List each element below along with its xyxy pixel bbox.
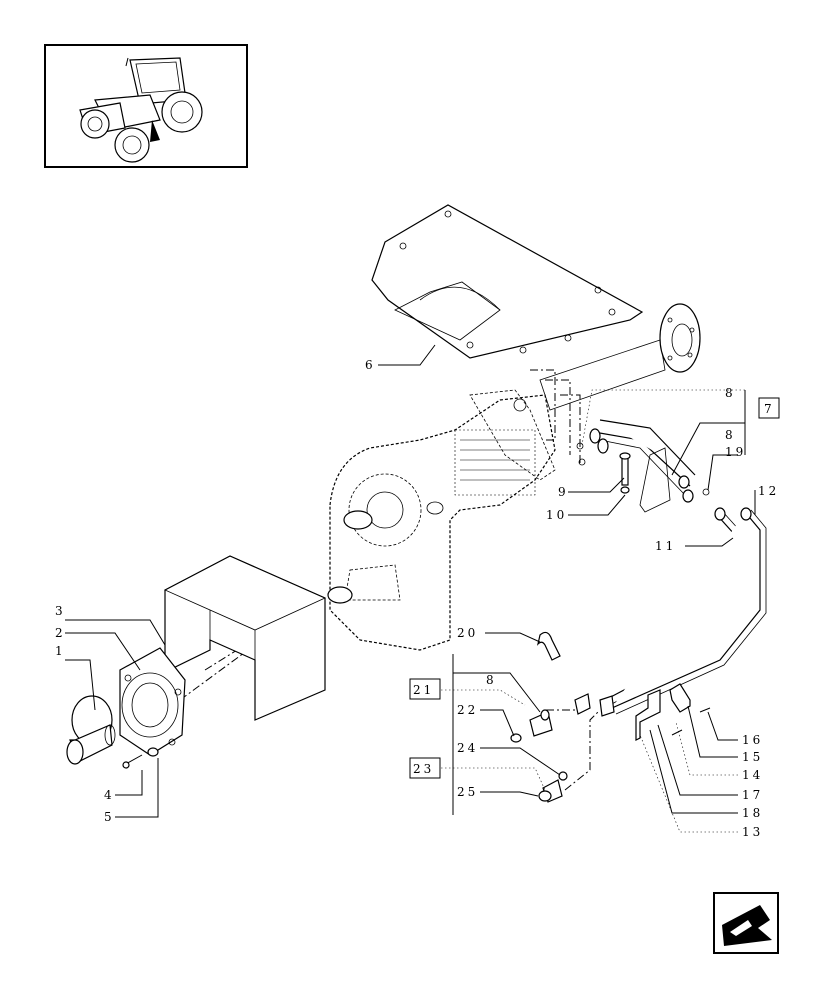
callout-10[interactable]: 10	[546, 508, 567, 522]
part-1-shaft	[66, 695, 116, 765]
callout-17[interactable]: 17	[742, 788, 763, 802]
callout-24[interactable]: 24	[457, 741, 478, 755]
back-arrow-icon[interactable]	[713, 892, 779, 954]
callout-21[interactable]: 21	[413, 683, 434, 697]
callout-7[interactable]: 7	[764, 402, 775, 416]
tractor-icon	[79, 57, 203, 163]
callout-6[interactable]: 6	[365, 358, 376, 372]
callout-box-7	[758, 397, 780, 419]
part-3-guard	[164, 555, 326, 721]
gearbox	[327, 389, 556, 651]
pipes	[574, 419, 767, 717]
callout-14[interactable]: 14	[742, 768, 763, 782]
shaft-flange	[539, 303, 701, 411]
fittings	[510, 709, 568, 803]
part-6-cover	[371, 204, 644, 359]
callout-2[interactable]: 2	[55, 626, 66, 640]
callout-5[interactable]: 5	[104, 810, 115, 824]
callout-22[interactable]: 22	[457, 703, 478, 717]
callout-1[interactable]: 1	[55, 644, 66, 658]
tractor-thumbnail[interactable]	[44, 44, 248, 168]
callout-23[interactable]: 23	[413, 762, 434, 776]
part-20-clamp	[536, 631, 561, 661]
callout-13[interactable]: 13	[742, 825, 763, 839]
part-2-flange	[119, 647, 186, 756]
callout-20[interactable]: 20	[457, 626, 478, 640]
callout-12[interactable]: 12	[758, 484, 779, 498]
callout-18[interactable]: 18	[742, 806, 763, 820]
brackets	[635, 683, 711, 741]
callout-9[interactable]: 9	[558, 485, 569, 499]
callout-8-mid[interactable]: 8	[725, 428, 736, 442]
leaders	[65, 344, 756, 833]
callout-8-top[interactable]: 8	[725, 386, 736, 400]
callout-25[interactable]: 25	[457, 785, 478, 799]
callout-8-low[interactable]: 8	[486, 673, 497, 687]
part-4-bolt	[122, 754, 143, 769]
callout-19[interactable]: 19	[725, 445, 746, 459]
callout-16[interactable]: 16	[742, 733, 763, 747]
callout-3[interactable]: 3	[55, 604, 66, 618]
callout-box-21	[409, 678, 441, 700]
part-5-washer	[147, 747, 159, 757]
callout-box-23	[409, 757, 441, 779]
callout-11[interactable]: 11	[655, 539, 676, 553]
callout-15[interactable]: 15	[742, 750, 763, 764]
callout-4[interactable]: 4	[104, 788, 115, 802]
